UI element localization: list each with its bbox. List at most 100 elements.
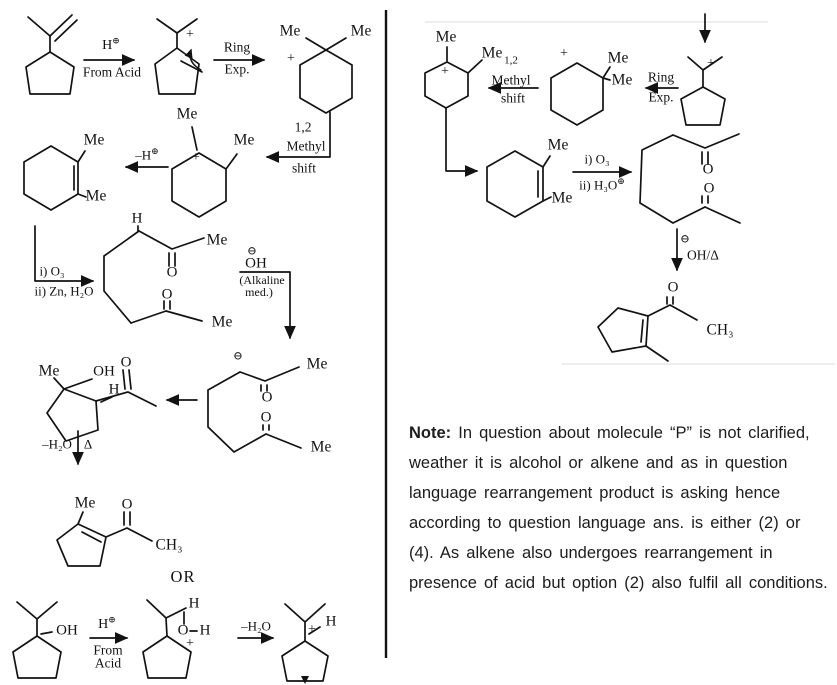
structure-dimethyl-cyclohexene-right bbox=[486, 150, 552, 218]
plus-circle-charge: ⊕ bbox=[151, 146, 159, 157]
label-shift-left: shift bbox=[291, 160, 317, 176]
label-me-a3-right: Me bbox=[350, 22, 372, 40]
curved-arrow-ring-expansion bbox=[184, 48, 202, 71]
label-oh-aldol: OH bbox=[93, 363, 115, 380]
plus-circle-charge: ⊕ bbox=[617, 176, 625, 187]
structure-enolate bbox=[207, 366, 302, 453]
label-12-left: 1,2 bbox=[294, 119, 312, 135]
plus-charge-a2: + bbox=[186, 27, 194, 42]
arrow-methyl-shift-left bbox=[265, 111, 331, 163]
label-methyl-right: Methyl bbox=[491, 72, 531, 88]
label-me-enolate-bottom: Me bbox=[310, 438, 332, 456]
label-12-right: 1,2 bbox=[504, 54, 518, 67]
label-minus-water-1: –H₂O bbox=[42, 436, 72, 452]
label-text: H bbox=[102, 38, 113, 53]
label-alkaline-1: (Alkaline bbox=[239, 273, 285, 287]
structure-protonated-alcohol bbox=[142, 599, 198, 679]
structure-cyclopentyl-cation bbox=[154, 18, 203, 95]
note-line: language rearrangement product is asking… bbox=[409, 484, 781, 502]
arrow-alkaline-medium bbox=[239, 271, 296, 340]
plus-circle-charge: ⊕ bbox=[112, 35, 120, 46]
label-me-diketone-bottom: Me bbox=[211, 313, 233, 331]
scan-artifact-lines bbox=[425, 21, 835, 365]
label-me-b2-bottom: Me bbox=[85, 187, 107, 205]
note-line: presence of acid but option (2) also ful… bbox=[409, 574, 828, 592]
label-h-diketone: H bbox=[131, 210, 143, 227]
label-me-aldol: Me bbox=[38, 362, 60, 380]
label-oh-delta: OH/Δ bbox=[687, 247, 719, 263]
label-o-product-left: O bbox=[121, 496, 133, 513]
minus-circle-charge-right: ⊖ bbox=[680, 233, 690, 246]
arrow-stub-bottom bbox=[301, 676, 309, 684]
label-methyl-left: Methyl bbox=[286, 138, 326, 154]
label-hydronium-step: ii) H₃O⊕ bbox=[579, 176, 625, 193]
label-o-oxonium: O bbox=[177, 622, 189, 639]
label-o-product-right: O bbox=[667, 279, 679, 296]
plus-charge-b1: + bbox=[192, 150, 200, 165]
structure-aldol-cyclopentane bbox=[46, 369, 157, 442]
structure-gem-dimethyl-cyclohexyl-cation-left bbox=[299, 37, 353, 114]
label-delta-1: Δ bbox=[83, 436, 93, 452]
structure-acetyl-methyl-cyclopentene-right bbox=[597, 296, 698, 362]
minus-charge-enolate: ⊖ bbox=[233, 350, 243, 363]
note-line: (4). As alkene also undergoes rearrangem… bbox=[409, 544, 773, 562]
plus-charge-r2: + bbox=[560, 46, 568, 61]
structure-acetyl-methyl-cyclopentene-left bbox=[56, 511, 153, 567]
label-text: –H bbox=[135, 147, 152, 163]
note-bold-prefix: Note: bbox=[409, 424, 452, 442]
label-minus-h-plus: –H⊕ bbox=[135, 146, 159, 163]
label-exp-2: Exp. bbox=[648, 89, 674, 105]
label-me-r1-right: Me bbox=[481, 44, 503, 62]
plus-charge-a3: + bbox=[287, 51, 295, 66]
note-line: weather it is alcohol or alkene and as i… bbox=[409, 454, 788, 472]
label-me-a3-left: Me bbox=[279, 22, 301, 40]
label-zinc-step-left: ii) Zn, H₂O bbox=[34, 283, 94, 299]
label-ring-1: Ring bbox=[223, 39, 251, 55]
label-text: H bbox=[98, 617, 109, 632]
label-ch3-product-right: CH₃ bbox=[706, 321, 734, 339]
label-shift-right: shift bbox=[500, 90, 526, 106]
label-o-rdiketone-top: O bbox=[702, 161, 714, 178]
label-from-acid-1: From Acid bbox=[82, 64, 142, 80]
label-oh-reagent: OH bbox=[245, 255, 267, 272]
label-h-aldol: H bbox=[108, 381, 120, 398]
label-ch3-product-left: CH₃ bbox=[155, 536, 183, 554]
label-me-rb-bottom: Me bbox=[551, 189, 573, 207]
label-from-2: From bbox=[93, 642, 123, 658]
label-oh-alcohol: OH bbox=[56, 622, 78, 639]
structure-tertiary-cation-bottom bbox=[281, 603, 329, 684]
plus-charge-oxonium: + bbox=[186, 636, 194, 651]
label-exp-1: Exp. bbox=[224, 61, 250, 77]
label-or: OR bbox=[170, 566, 196, 586]
label-text: ii) H₃O bbox=[579, 177, 618, 193]
structure-isopropyl-cation-cyclopentane-right bbox=[680, 13, 726, 126]
arrow-ozonolysis-left bbox=[34, 225, 95, 287]
label-h-bottom-cation: H bbox=[325, 613, 337, 630]
label-o-enolate-top: O bbox=[261, 389, 273, 406]
label-me-r2-a: Me bbox=[607, 49, 629, 67]
structure-isopropyl-cyclopentanol bbox=[12, 601, 62, 679]
structure-diketone-right bbox=[639, 133, 741, 224]
arrow-to-cyclohexene-right bbox=[445, 107, 479, 177]
structure-gem-dimethyl-cyclohexyl-cation-right bbox=[550, 62, 611, 126]
label-o-diketone-bottom: O bbox=[161, 286, 173, 303]
structure-isopropenyl-cyclopentane bbox=[25, 14, 78, 95]
note-paragraph: Note: In question about molecule “P” is … bbox=[409, 418, 835, 598]
note-line: Note: In question about molecule “P” is … bbox=[409, 418, 835, 448]
label-o-enolate-bottom: O bbox=[260, 409, 272, 426]
label-h-oxonium-right: H bbox=[199, 622, 211, 639]
label-h-plus-1: H⊕ bbox=[102, 36, 120, 53]
plus-charge-r1: + bbox=[441, 64, 449, 79]
structure-diketone-left bbox=[103, 225, 205, 324]
label-me-r1-top: Me bbox=[435, 28, 457, 46]
note-line: according to question language ans. is e… bbox=[409, 514, 801, 532]
minus-circle-charge-oh: ⊖ bbox=[247, 245, 257, 258]
label-me-product-left: Me bbox=[74, 494, 96, 512]
label-ring-2: Ring bbox=[647, 69, 675, 85]
note-line-text: In question about molecule “P” is not cl… bbox=[451, 424, 810, 442]
label-ozone-step-right: i) O₃ bbox=[584, 151, 610, 167]
label-me-diketone-top: Me bbox=[206, 231, 228, 249]
label-h-plus-2: H⊕ bbox=[98, 615, 116, 632]
